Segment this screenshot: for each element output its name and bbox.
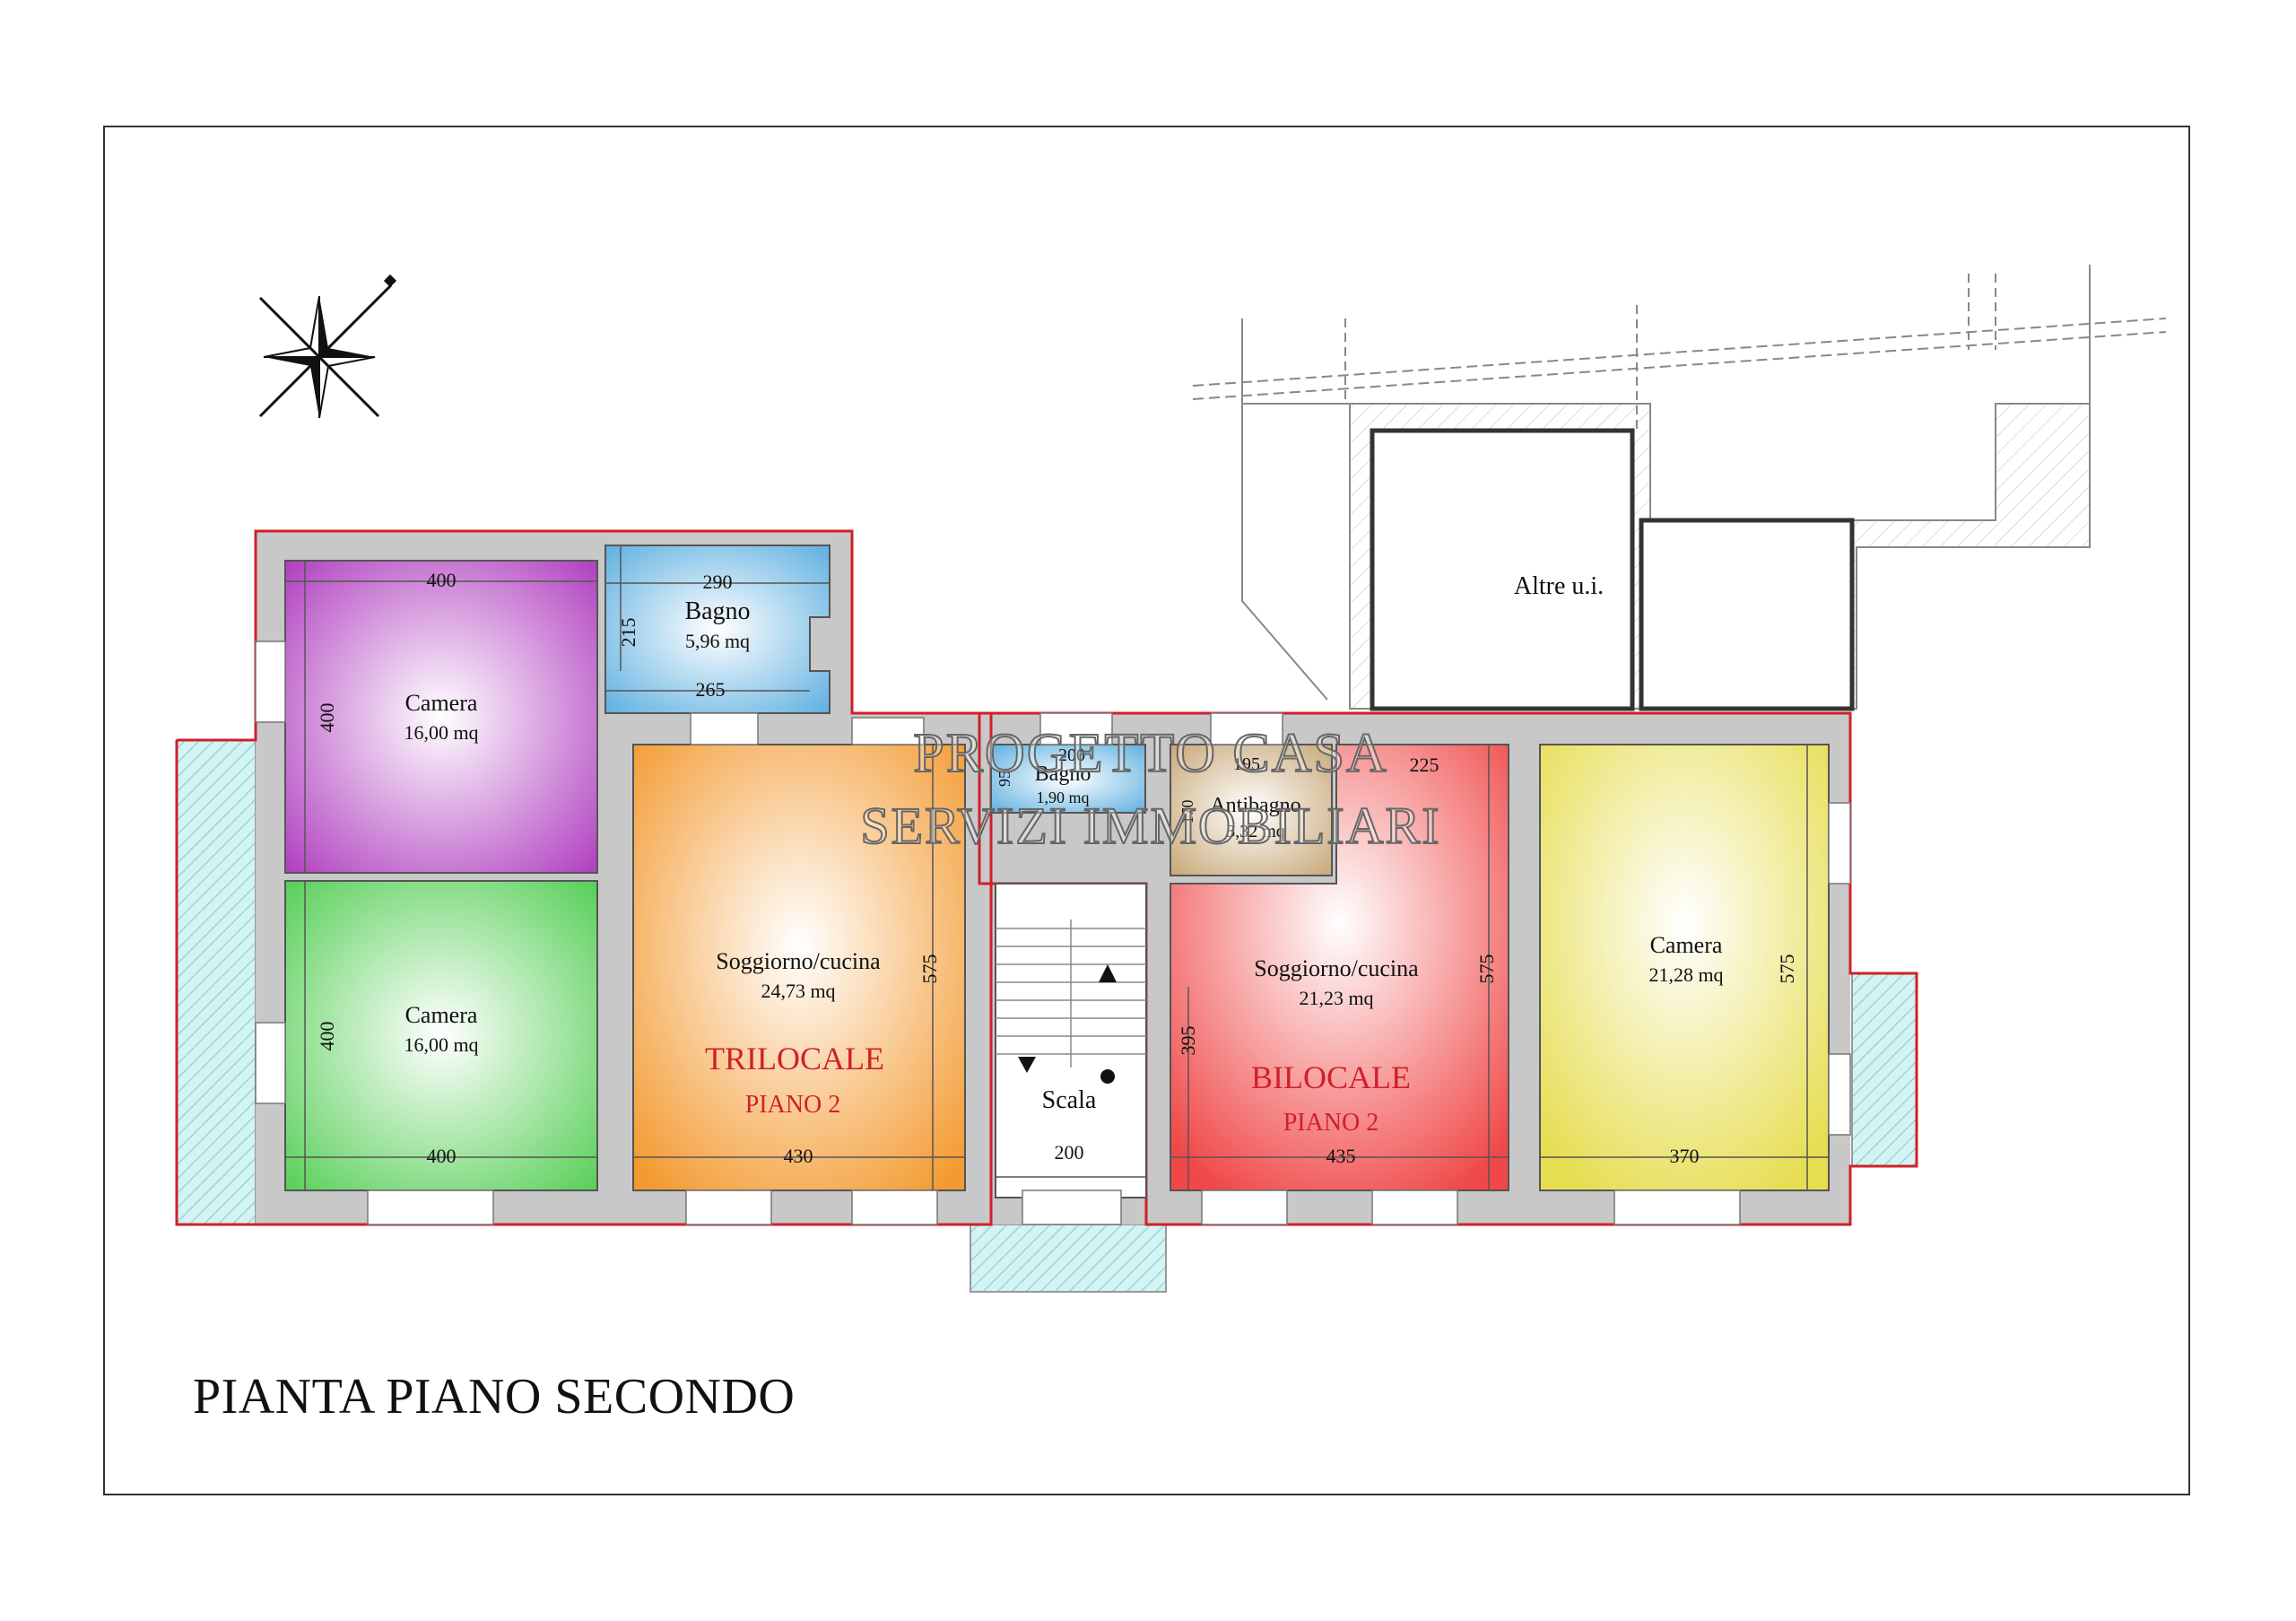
camera-bottom-dim-v: 400	[316, 1022, 338, 1051]
bagno-small-name: Bagno	[1035, 763, 1091, 786]
camera-top-dim-h: 400	[427, 569, 457, 591]
bilocale-floor: PIANO 2	[1283, 1109, 1379, 1137]
stair-dot-icon	[1100, 1069, 1115, 1084]
scala-name: Scala	[1042, 1086, 1097, 1114]
room-camera-top	[284, 560, 598, 874]
soggiorno-right-dim-h: 435	[1326, 1145, 1356, 1167]
soggiorno-left-dim-h: 430	[784, 1145, 813, 1167]
neighbor-label: Altre u.i.	[1514, 572, 1604, 600]
antibagno-name: Antibagno	[1210, 794, 1300, 817]
bagno-small-dim-v: 95	[996, 771, 1013, 787]
dimension-lines	[285, 545, 1829, 1190]
antibagno-area: 3,32 mq	[1226, 822, 1285, 841]
camera-right-dim-h: 370	[1670, 1145, 1700, 1167]
terrace-left	[176, 739, 257, 1225]
soggiorno-right-dim-v: 575	[1475, 954, 1498, 984]
soggiorno-left-area: 24,73 mq	[761, 980, 835, 1002]
stair-up-arrow-icon	[1099, 964, 1117, 982]
neighbor-units: Altre u.i.	[1192, 265, 2167, 711]
windows	[255, 641, 1851, 1225]
room-antibagno	[1170, 744, 1333, 876]
bagno-top-area: 5,96 mq	[685, 630, 750, 652]
room-camera-bottom	[284, 880, 598, 1191]
room-bagno-small	[990, 744, 1146, 814]
trilocale-floor: PIANO 2	[745, 1091, 841, 1119]
camera-top-dim-v: 400	[316, 703, 338, 733]
soggiorno-left-name: Soggiorno/cucina	[716, 948, 881, 974]
bilocale-name: BILOCALE	[1251, 1059, 1411, 1095]
scala-dim-h: 200	[1055, 1141, 1084, 1163]
bagno-top-dim-v: 215	[617, 618, 639, 648]
soggiorno-left-dim-v: 575	[918, 954, 941, 984]
room-bagno-top	[604, 545, 831, 714]
camera-bottom-area: 16,00 mq	[404, 1033, 478, 1056]
camera-top-area: 16,00 mq	[404, 721, 478, 744]
terrace-right	[1851, 972, 1918, 1167]
bagno-small-dim-h: 200	[1058, 745, 1085, 765]
drawing-frame	[103, 126, 2190, 1495]
antibagno-dim-v: 170	[1178, 800, 1196, 824]
bagno-top-name: Bagno	[684, 597, 750, 625]
watermark-line1: PROGETTO CASA	[913, 723, 1388, 784]
bagno-small-area: 1,90 mq	[1036, 789, 1089, 806]
room-camera-right	[1539, 744, 1830, 1191]
camera-right-name: Camera	[1650, 932, 1723, 958]
labels: Camera 16,00 mq 400 400 Camera 16,00 mq …	[316, 569, 1798, 1167]
compass-rose-icon	[258, 274, 397, 419]
camera-bottom-dim-h: 400	[427, 1145, 457, 1167]
terrace-bottom	[970, 1224, 1167, 1293]
room-soggiorno-right	[1170, 744, 1509, 1191]
watermark-line2: SERVIZI IMMOBILIARI	[860, 797, 1440, 855]
bagno-top-dim-top: 290	[703, 571, 733, 593]
camera-top-name: Camera	[405, 690, 478, 716]
bagno-top-dim-bottom: 265	[696, 678, 726, 701]
trilocale-name: TRILOCALE	[705, 1041, 884, 1076]
watermark-logo: PROGETTO CASA SERVIZI IMMOBILIARI	[859, 722, 1440, 856]
room-soggiorno-left	[632, 744, 966, 1191]
soggiorno-right-dim-extra: 395	[1177, 1026, 1199, 1056]
camera-right-area: 21,28 mq	[1648, 963, 1723, 986]
antibagno-dim-h: 195	[1233, 754, 1260, 774]
camera-right-dim-v: 575	[1776, 954, 1798, 984]
stair-treads	[996, 919, 1146, 1068]
plan-title: PIANTA PIANO SECONDO	[193, 1369, 796, 1425]
soggiorno-right-area: 21,23 mq	[1299, 987, 1373, 1009]
unit-labels: TRILOCALE PIANO 2 BILOCALE PIANO 2	[705, 1041, 1411, 1137]
stair-down-arrow-icon	[1018, 1057, 1036, 1073]
camera-bottom-name: Camera	[405, 1002, 478, 1028]
soggiorno-right-dim-top: 225	[1410, 754, 1439, 776]
soggiorno-right-name: Soggiorno/cucina	[1254, 955, 1419, 981]
